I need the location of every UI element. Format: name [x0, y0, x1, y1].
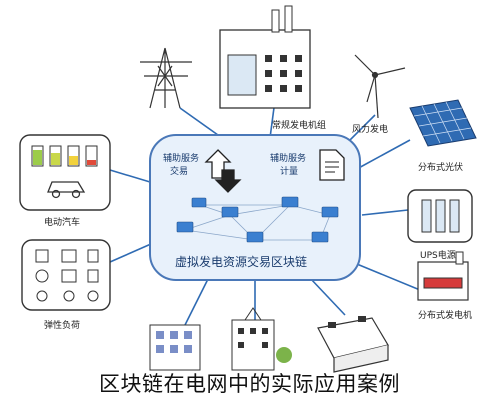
- laptop-nodes: [176, 196, 339, 243]
- laptop-icon: [321, 206, 339, 218]
- battery-icon: [317, 316, 389, 373]
- hub-frame: [149, 134, 361, 281]
- laptop-icon: [176, 221, 194, 233]
- battery-level-icons: [31, 145, 98, 167]
- right-service-label-2: 计量: [280, 165, 298, 177]
- right-service-label-1: 辅助服务: [270, 152, 306, 164]
- laptop-icon: [191, 197, 207, 208]
- left-service-label-1: 辅助服务: [163, 152, 199, 164]
- residential-building-icon: [231, 307, 292, 371]
- distributed-gen-label: 分布式发电机: [418, 309, 472, 321]
- laptop-icon: [221, 206, 239, 218]
- document-icon: [319, 149, 345, 181]
- factory-icon: [219, 5, 311, 109]
- swap-arrows-icon: [204, 149, 242, 193]
- connector-ups: [361, 209, 409, 216]
- flexible-load-label: 弹性负荷: [44, 319, 80, 331]
- connector-distributed-gen: [351, 261, 421, 291]
- car-icon: [47, 181, 86, 199]
- solar-label: 分布式光伏: [418, 161, 463, 173]
- figure-caption: 区块链在电网中的实际应用案例: [99, 372, 400, 396]
- ups-label: UPS电源: [420, 249, 456, 261]
- laptop-icon: [281, 196, 299, 208]
- left-service-label-2: 交易: [170, 165, 188, 177]
- conventional-plant-label: 常规发电机组: [272, 119, 326, 131]
- connector-solar: [354, 139, 411, 171]
- laptop-icon: [246, 231, 264, 243]
- ups-node: [407, 189, 473, 243]
- hub-title: 虚拟发电资源交易区块链: [175, 254, 307, 269]
- ev-label: 电动汽车: [44, 216, 80, 228]
- connector-building-left: [184, 274, 211, 326]
- flexible-load-node: [21, 239, 111, 311]
- ev-node: [19, 134, 111, 211]
- wind-label: 风力发电: [352, 123, 388, 135]
- laptop-icon: [311, 231, 329, 243]
- blockchain-hub: 辅助服务 交易 辅助服务 计量 虚拟发电资源交易区块链: [149, 134, 361, 281]
- solar-panel-icon: [409, 99, 477, 147]
- transmission-tower-icon: [140, 47, 192, 109]
- office-building-icon: [149, 324, 201, 371]
- connector-battery: [309, 277, 346, 316]
- wind-turbine-icon: [354, 54, 406, 119]
- generator-icon: [417, 251, 469, 301]
